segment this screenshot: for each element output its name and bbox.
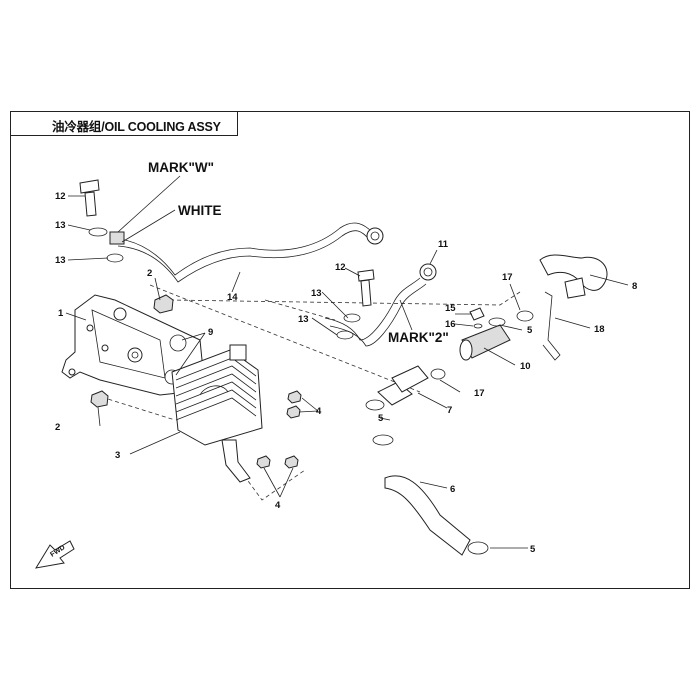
callout-8: 8: [632, 281, 637, 292]
diagram-frame: [10, 111, 690, 589]
oil-cooler: [171, 344, 263, 483]
bolts: [79, 179, 375, 469]
callout-5: 5: [530, 544, 536, 555]
callout-13: 13: [298, 314, 309, 325]
mark-w-label: MARK"W": [148, 160, 214, 175]
oil-pipe-14: [109, 222, 384, 283]
coolant-hoses: [377, 254, 608, 556]
callout-17: 17: [474, 388, 485, 399]
callout-4: 4: [316, 406, 322, 417]
callout-13: 13: [55, 220, 66, 231]
mark-2-label: MARK"2": [388, 330, 449, 345]
callout-2: 2: [147, 268, 152, 279]
callout-10: 10: [520, 361, 531, 372]
callout-11: 11: [438, 239, 449, 250]
callout-17: 17: [502, 272, 513, 283]
page-title: 油冷器组/OIL COOLING ASSY: [52, 120, 221, 134]
callout-7: 7: [447, 405, 452, 416]
callout-1: 1: [58, 308, 64, 319]
callout-12: 12: [55, 191, 66, 202]
callout-18: 18: [594, 324, 605, 335]
callout-15: 15: [445, 303, 456, 314]
callout-12: 12: [335, 262, 346, 273]
callout-16: 16: [445, 319, 456, 330]
oil-pipe-11: [324, 263, 437, 347]
callout-4: 4: [275, 500, 281, 511]
washers: [88, 227, 361, 340]
callout-9: 9: [208, 327, 213, 338]
callout-5: 5: [378, 413, 384, 424]
fwd-arrow-icon: FWD: [34, 540, 75, 569]
assembly-guide-lines: [94, 284, 521, 501]
callout-5: 5: [527, 325, 533, 336]
leader-lines: [65, 175, 629, 549]
callout-6: 6: [450, 484, 455, 495]
callout-numbers: 12 13 13 1 2 9 14 12 13 13 11 4 2 3 4 5 …: [55, 191, 637, 555]
callout-13: 13: [311, 288, 322, 299]
hose-clamps: [365, 291, 561, 555]
white-label: WHITE: [178, 203, 222, 218]
callout-13: 13: [55, 255, 66, 266]
callout-14: 14: [227, 292, 238, 303]
callout-2: 2: [55, 422, 60, 433]
oil-filter-housing: [61, 294, 206, 396]
title-box: [10, 111, 238, 136]
callout-3: 3: [115, 450, 120, 461]
